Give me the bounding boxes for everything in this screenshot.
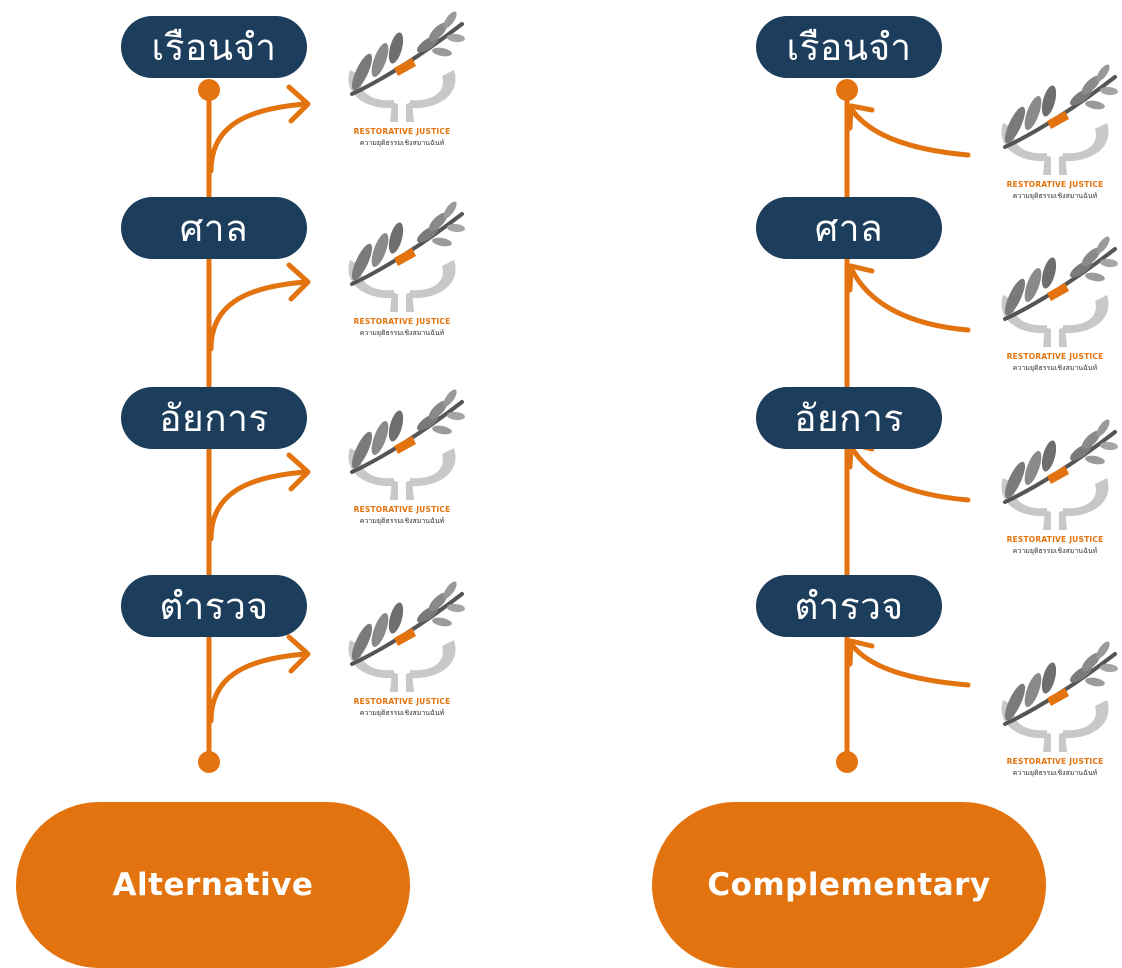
alternative-stage-court: ศาล — [121, 197, 307, 259]
olive-branch-hands-icon — [348, 389, 465, 500]
logo-title-th: ความยุติธรรมเชิงสมานฉันท์ — [1012, 547, 1098, 555]
complementary-arrow-4 — [847, 638, 971, 688]
alternative-bottom-dot — [198, 751, 220, 773]
complementary-stage-prison: เรือนจำ — [756, 16, 942, 78]
logo-title-en: RESTORATIVE JUSTICE — [1006, 757, 1104, 766]
logo-title-en: RESTORATIVE JUSTICE — [353, 505, 451, 514]
restorative-justice-logo: RESTORATIVE JUSTICE ความยุติธรรมเชิงสมานฉ… — [985, 418, 1122, 568]
olive-branch-hands-icon — [348, 201, 465, 312]
logo-title-en: RESTORATIVE JUSTICE — [353, 317, 451, 326]
olive-branch-hands-icon — [1001, 419, 1118, 530]
complementary-stage-police: ตำรวจ — [756, 575, 942, 637]
alternative-model-label: Alternative — [16, 802, 410, 968]
restorative-justice-logo: RESTORATIVE JUSTICE ความยุติธรรมเชิงสมานฉ… — [332, 10, 472, 160]
complementary-arrow-3 — [847, 441, 971, 503]
complementary-stage-prosecutor: อัยการ — [756, 387, 942, 449]
restorative-justice-logo: RESTORATIVE JUSTICE ความยุติธรรมเชิงสมานฉ… — [985, 640, 1122, 790]
logo-title-th: ความยุติธรรมเชิงสมานฉันท์ — [1012, 769, 1098, 777]
alternative-arrow-1 — [211, 87, 308, 171]
logo-title-th: ความยุติธรรมเชิงสมานฉันท์ — [359, 139, 445, 147]
restorative-justice-logo: RESTORATIVE JUSTICE ความยุติธรรมเชิงสมานฉ… — [332, 580, 472, 730]
restorative-justice-logo: RESTORATIVE JUSTICE ความยุติธรรมเชิงสมานฉ… — [332, 200, 472, 350]
logo-title-en: RESTORATIVE JUSTICE — [353, 697, 451, 706]
restorative-justice-logo: RESTORATIVE JUSTICE ความยุติธรรมเชิงสมานฉ… — [985, 63, 1122, 213]
logo-title-th: ความยุติธรรมเชิงสมานฉันท์ — [359, 517, 445, 525]
logo-title-th: ความยุติธรรมเชิงสมานฉันท์ — [1012, 192, 1098, 200]
olive-branch-hands-icon — [1001, 236, 1118, 347]
alternative-arrow-2 — [211, 265, 308, 349]
complementary-model-label: Complementary — [652, 802, 1046, 968]
complementary-top-dot — [836, 79, 858, 101]
olive-branch-hands-icon — [1001, 641, 1118, 752]
complementary-bottom-dot — [836, 751, 858, 773]
alternative-stage-police: ตำรวจ — [121, 575, 307, 637]
logo-title-th: ความยุติธรรมเชิงสมานฉันท์ — [359, 329, 445, 337]
alternative-arrow-3 — [211, 455, 308, 539]
restorative-justice-logo: RESTORATIVE JUSTICE ความยุติธรรมเชิงสมานฉ… — [332, 388, 472, 538]
restorative-justice-logo: RESTORATIVE JUSTICE ความยุติธรรมเชิงสมานฉ… — [985, 235, 1122, 385]
logo-title-th: ความยุติธรรมเชิงสมานฉันท์ — [359, 709, 445, 717]
olive-branch-hands-icon — [1001, 64, 1118, 175]
logo-title-en: RESTORATIVE JUSTICE — [1006, 535, 1104, 544]
alternative-top-dot — [198, 79, 220, 101]
logo-title-th: ความยุติธรรมเชิงสมานฉันท์ — [1012, 364, 1098, 372]
alternative-stage-prison: เรือนจำ — [121, 16, 307, 78]
logo-title-en: RESTORATIVE JUSTICE — [353, 127, 451, 136]
logo-title-en: RESTORATIVE JUSTICE — [1006, 180, 1104, 189]
complementary-arrow-2 — [847, 263, 971, 333]
alternative-stage-prosecutor: อัยการ — [121, 387, 307, 449]
logo-title-en: RESTORATIVE JUSTICE — [1006, 352, 1104, 361]
complementary-arrow-1 — [847, 103, 971, 158]
olive-branch-hands-icon — [348, 11, 465, 122]
alternative-arrow-4 — [211, 637, 308, 721]
olive-branch-hands-icon — [348, 581, 465, 692]
complementary-stage-court: ศาล — [756, 197, 942, 259]
